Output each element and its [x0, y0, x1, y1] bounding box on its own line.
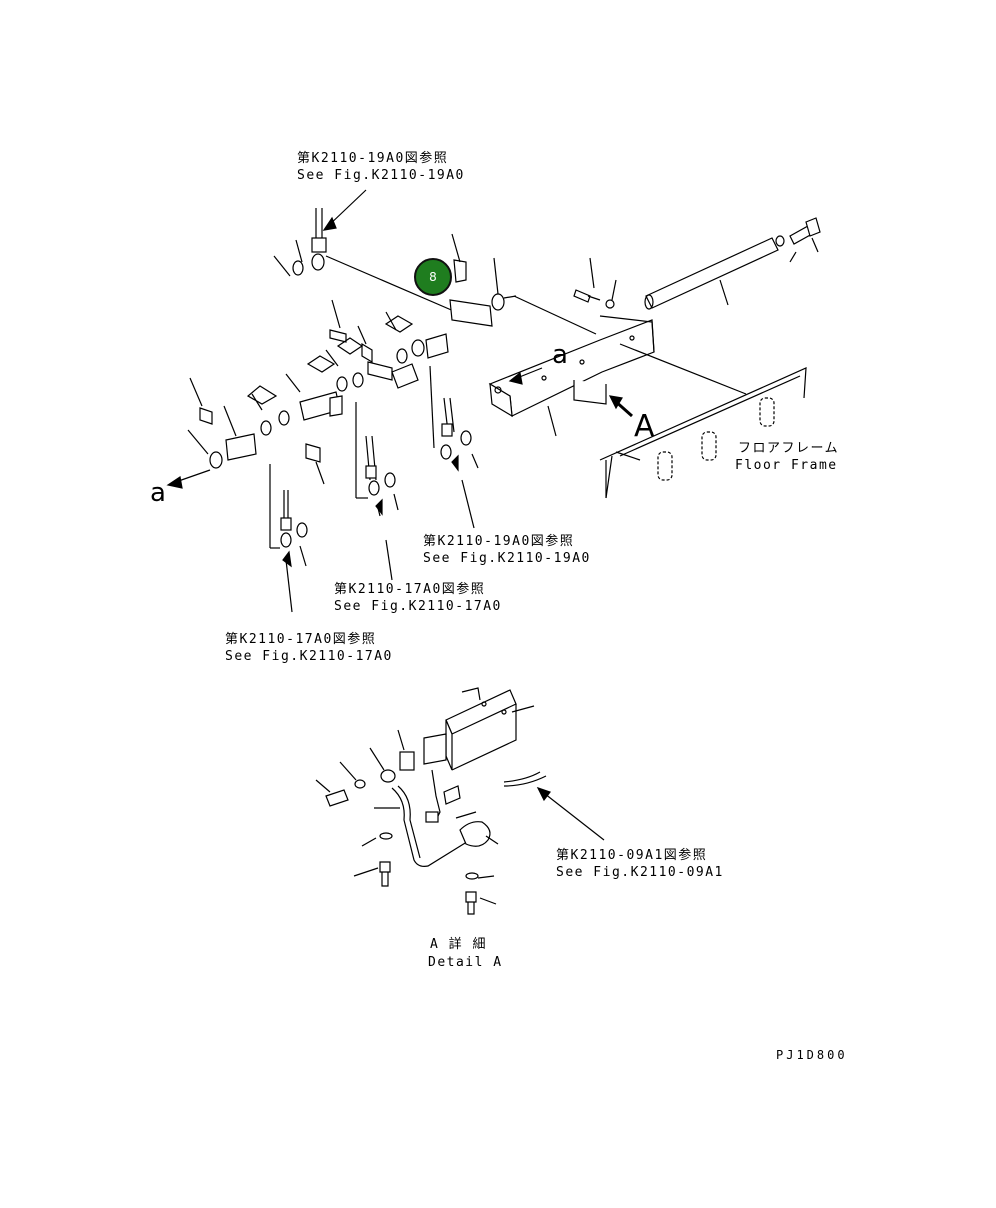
- top-tube-assembly: [273, 208, 517, 327]
- floor-frame-label-jp: フロアフレーム: [738, 441, 840, 456]
- ref-leaders: [322, 189, 367, 231]
- view-letter-a-top: a: [552, 340, 568, 370]
- long-rod: [644, 237, 779, 310]
- middle-fittings: [187, 299, 449, 485]
- floor-frame: [513, 295, 807, 499]
- view-letter-A: A: [634, 409, 655, 444]
- pipe-right-lower: [429, 365, 479, 529]
- drawing-code: PJ1D800: [776, 1048, 848, 1062]
- ref-label-1-en: See Fig.K2110-19A0: [297, 168, 465, 183]
- ref-label-3-jp: 第K2110-17A0図参照: [334, 582, 486, 597]
- hotspot-badge-8[interactable]: 8: [414, 258, 452, 296]
- detail-label-jp: A 詳 細: [430, 937, 487, 952]
- ref-label-2-en: See Fig.K2110-19A0: [423, 551, 591, 566]
- bolt-top-right: [775, 217, 821, 263]
- main-bracket: [488, 315, 655, 437]
- ref-label-2-jp: 第K2110-19A0図参照: [423, 534, 575, 549]
- arrow-a-top: [508, 367, 543, 385]
- pipe-middle-lower: [355, 402, 399, 581]
- hotspot-number: 8: [429, 270, 437, 284]
- detail-label-en: Detail A: [428, 955, 503, 970]
- ref-label-1-jp: 第K2110-19A0図参照: [297, 151, 449, 166]
- pipe-left-lower: [269, 464, 308, 613]
- ref-label-3-en: See Fig.K2110-17A0: [334, 599, 502, 614]
- arrow-a-left: [166, 469, 211, 489]
- detail-a-drawing: [315, 687, 605, 915]
- bolt-bracket: [573, 257, 617, 309]
- ref-label-5-jp: 第K2110-09A1図参照: [556, 848, 708, 863]
- view-arrow-A: [608, 395, 633, 418]
- view-letter-a-left: a: [150, 478, 166, 508]
- ref-label-4-jp: 第K2110-17A0図参照: [225, 632, 377, 647]
- ref-label-4-en: See Fig.K2110-17A0: [225, 649, 393, 664]
- floor-frame-label-en: Floor Frame: [735, 458, 838, 473]
- ref-label-5-en: See Fig.K2110-09A1: [556, 865, 724, 880]
